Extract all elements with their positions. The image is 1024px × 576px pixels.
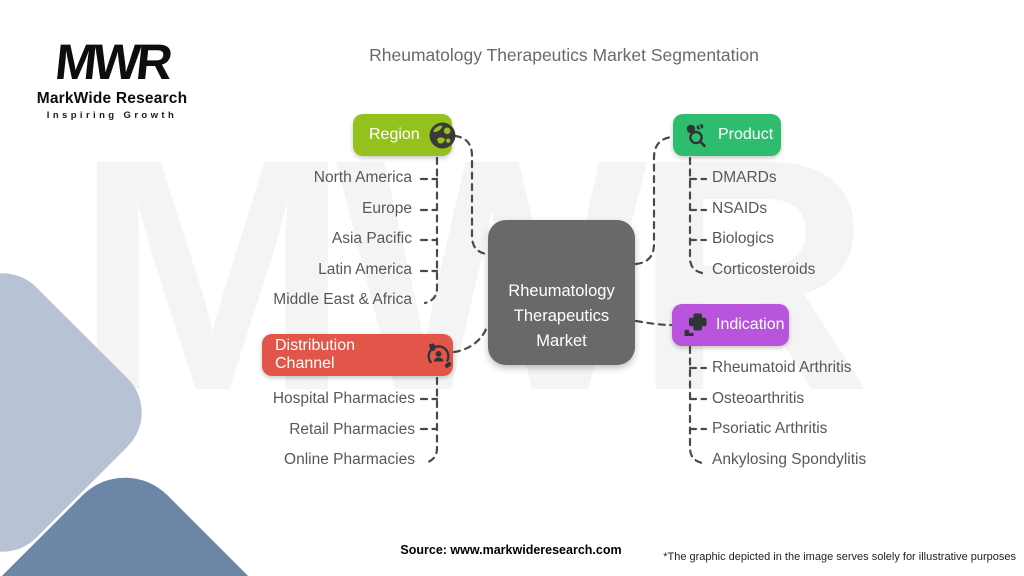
globe-icon	[428, 121, 457, 150]
list-item: Rheumatoid Arthritis	[712, 359, 852, 376]
list-item: Retail Pharmacies	[289, 420, 415, 438]
list-item: Corticosteroids	[712, 260, 816, 278]
list-item: Osteoarthritis	[712, 389, 805, 407]
list-item: DMARDs	[712, 169, 777, 186]
distribution-network-icon	[424, 341, 453, 370]
distribution-to-center-connector	[452, 325, 489, 354]
region-to-center-connector	[453, 134, 489, 256]
list-item: Middle East & Africa	[273, 291, 412, 308]
distribution-items-stem	[419, 376, 439, 465]
markwide-logo: MWR MarkWide Research Inspiring Growth	[32, 34, 192, 121]
logo-mark: MWR	[52, 34, 172, 90]
disclaimer-text: *The graphic depicted in the image serve…	[663, 551, 1016, 563]
category-node-indication: Indication	[672, 304, 789, 346]
category-node-distribution-channel: Distribution Channel	[262, 334, 453, 376]
molecule-search-icon	[683, 121, 711, 149]
indication-items-stem	[688, 345, 708, 465]
logo-company-name: MarkWide Research	[36, 90, 188, 107]
list-item: Psoriatic Arthritis	[712, 420, 828, 437]
distribution-items-list: Hospital Pharmacies Retail Pharmacies On…	[273, 388, 415, 471]
region-items-stem	[419, 156, 439, 305]
product-items-stem	[688, 156, 708, 275]
list-item: Online Pharmacies	[284, 451, 415, 468]
category-node-region: Region	[353, 114, 456, 156]
region-items-list: North America Europe Asia Pacific Latin …	[273, 167, 412, 311]
center-to-indication-connector	[634, 319, 673, 327]
logo-tagline: Inspiring Growth	[46, 110, 178, 121]
background-watermark-text: MWR	[75, 90, 872, 459]
list-item: Asia Pacific	[331, 230, 412, 247]
list-item: Ankylosing Spondylitis	[712, 450, 867, 468]
list-item: Biologics	[712, 230, 775, 247]
product-node-label: Product	[718, 126, 774, 143]
list-item: Latin America	[318, 260, 412, 278]
list-item: NSAIDs	[712, 199, 768, 217]
list-item: Europe	[362, 199, 412, 217]
indication-items-list: Rheumatoid Arthritis Osteoarthritis Psor…	[712, 357, 866, 471]
center-market-label: Rheumatology Therapeutics Market	[508, 282, 615, 350]
category-node-product: Product	[673, 114, 781, 156]
distribution-node-label: Distribution Channel	[275, 337, 356, 372]
region-node-label: Region	[369, 126, 420, 143]
indication-node-label: Indication	[716, 316, 785, 333]
page-title: Rheumatology Therapeutics Market Segment…	[369, 45, 759, 65]
center-to-product-connector	[634, 135, 674, 266]
medical-cross-icon	[681, 311, 709, 339]
list-item: Hospital Pharmacies	[272, 390, 415, 407]
source-text: Source: www.markwideresearch.com	[400, 543, 622, 557]
list-item: North America	[313, 169, 412, 186]
center-market-node: Rheumatology Therapeutics Market	[488, 220, 635, 365]
product-items-list: DMARDs NSAIDs Biologics Corticosteroids	[712, 167, 815, 281]
